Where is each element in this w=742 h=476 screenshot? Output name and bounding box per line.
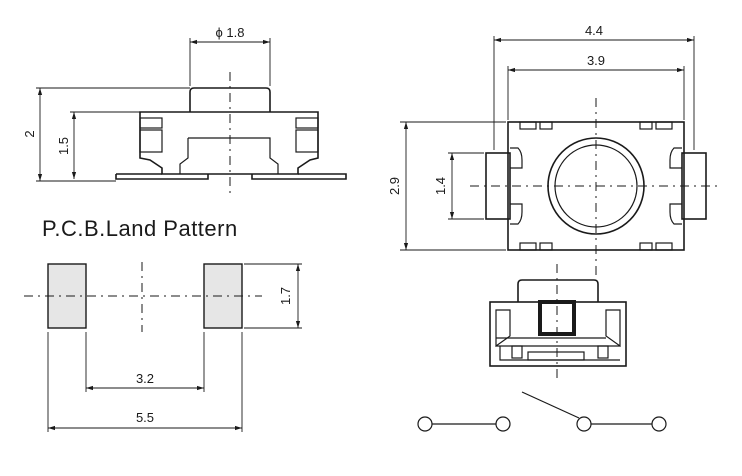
section-plunger [517,279,599,302]
dim-inner-span-label: 3.2 [136,371,154,386]
dim-pad-height-label: 1.7 [278,287,293,305]
dim-diameter-label: ϕ 1.8 [216,25,245,40]
schematic-terminal-3 [576,416,592,432]
land-pad-left [47,263,87,329]
dim-total-width-label: 4.4 [585,23,603,38]
dim-terminal-height-label: 1.4 [433,177,448,195]
side-body [139,111,319,175]
switch-schematic [417,391,667,432]
schematic-terminal-4 [651,416,667,432]
pcb-land-pattern-title: P.C.B.Land Pattern [42,216,238,241]
section-view [489,264,627,378]
land-pattern: 1.7 3.2 5.5 [24,262,302,432]
dim-body-height-label: 1.5 [56,137,71,155]
dim-outer-span-label: 5.5 [136,410,154,425]
schematic-switch-lever [521,391,580,419]
side-view: ϕ 1.8 2 1.5 [22,25,347,196]
schematic-terminal-2 [495,416,511,432]
top-view: 4.4 3.9 2.9 1.4 [387,23,722,276]
dim-total-height-label: 2 [22,130,37,137]
schematic-terminal-1 [417,416,433,432]
dim-body-width-label: 3.9 [587,53,605,68]
dim-body-height-label: 2.9 [387,177,402,195]
